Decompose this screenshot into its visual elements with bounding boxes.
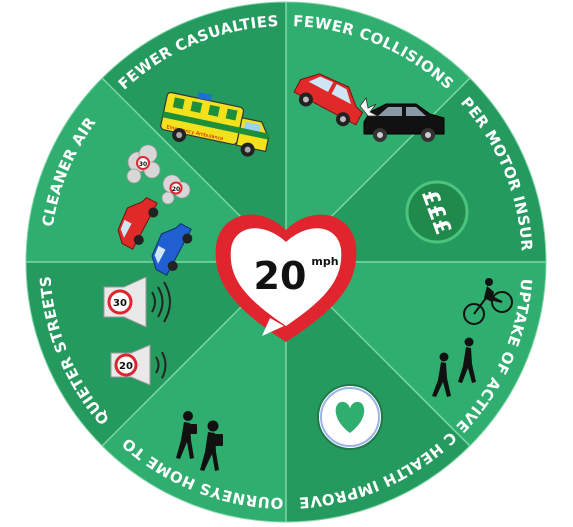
heart-badge-icon [317, 384, 383, 450]
sign-lower-number: 20 [119, 361, 133, 372]
walking-cycling-icon [432, 278, 513, 397]
center-speed-number: 20 [254, 254, 307, 298]
wheel-rim [25, 1, 547, 523]
ambulance-icon: Emergency Ambulance [160, 91, 270, 157]
wheel-segments [26, 2, 546, 522]
segment-safer-journeys-home-to-school [102, 262, 286, 522]
exhaust-smoke-icon: 30 20 [117, 144, 193, 276]
speed-sign-sound-icon: 30 20 [103, 276, 171, 386]
segment-cheaper-motor-insurance [286, 78, 546, 262]
center-heart: 20 mph [215, 214, 357, 342]
sign-upper-number: 30 [113, 298, 127, 309]
smoke-upper-number: 30 [139, 161, 147, 168]
school-children-icon [176, 411, 223, 471]
smoke-lower-number: 20 [172, 186, 180, 193]
segment-quieter-streets [26, 262, 286, 446]
car-crash-icon [293, 73, 445, 142]
segment-public-health-improvements [286, 262, 470, 522]
center-speed-unit: mph [311, 255, 338, 268]
pound-coin-icon: £££ [405, 180, 469, 244]
